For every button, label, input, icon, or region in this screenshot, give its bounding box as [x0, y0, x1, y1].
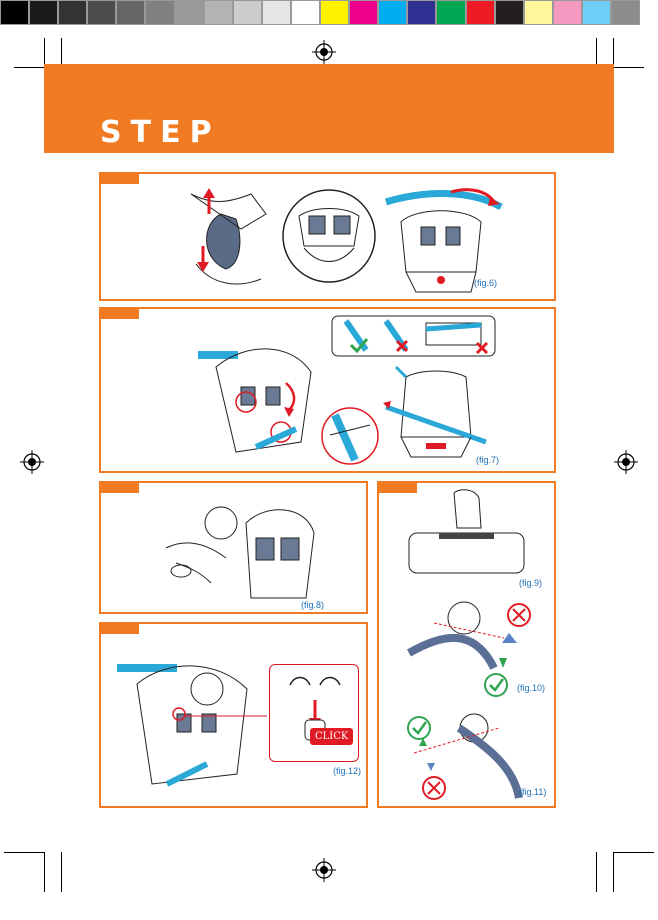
- color-swatch: [291, 0, 320, 25]
- crop-mark: [14, 67, 44, 68]
- crop-mark: [4, 852, 44, 853]
- panel-fig9-11: (fig.9) (fig.10) (fig.11): [377, 481, 556, 808]
- crop-mark: [44, 852, 45, 892]
- color-swatch: [378, 0, 407, 25]
- color-swatch: [349, 0, 378, 25]
- figure-caption: (fig.8): [301, 600, 324, 610]
- panel-tab: [101, 624, 139, 634]
- color-swatch: [29, 0, 58, 25]
- belt-zoom-detail: [315, 405, 385, 467]
- registration-mark-bottom: [312, 858, 336, 882]
- color-swatch: [495, 0, 524, 25]
- carry-handle-illustration: [399, 488, 534, 578]
- color-swatch: [553, 0, 582, 25]
- crop-mark: [614, 67, 644, 68]
- figure-caption: (fig.7): [476, 455, 499, 465]
- color-swatch: [87, 0, 116, 25]
- crop-mark: [614, 852, 654, 853]
- click-label: CLICK: [310, 728, 353, 745]
- figure-caption: (fig.10): [517, 683, 545, 693]
- color-swatch: [320, 0, 349, 25]
- seat-rear-belt-illustration: [381, 367, 491, 467]
- color-swatch: [582, 0, 611, 25]
- crop-mark: [613, 852, 614, 892]
- registration-mark-left: [20, 450, 44, 474]
- color-calibration-bar: [0, 0, 640, 25]
- color-swatch: [407, 0, 436, 25]
- panel-tab: [101, 483, 139, 493]
- color-swatch: [116, 0, 145, 25]
- figure-caption: (fig.11): [519, 787, 546, 797]
- color-swatch: [466, 0, 495, 25]
- panel-fig7: (fig.7): [99, 307, 556, 473]
- color-swatch: [262, 0, 291, 25]
- headrest-detail-illustration: [279, 186, 379, 286]
- shoulder-belt-height-illustration: [404, 593, 539, 693]
- crop-mark: [596, 852, 597, 892]
- child-placement-illustration: [156, 493, 316, 603]
- buckle-click-detail: CLICK: [269, 664, 359, 762]
- color-swatch: [233, 0, 262, 25]
- crop-mark: [61, 852, 62, 892]
- panel-fig12: CLICK (fig.12): [99, 622, 368, 808]
- seat-install-illustration: [186, 317, 321, 467]
- color-swatch: [436, 0, 465, 25]
- color-swatch: [0, 0, 29, 25]
- figure-caption: (fig.6): [474, 278, 497, 288]
- belt-correct-incorrect-box: [331, 315, 496, 357]
- color-swatch: [58, 0, 87, 25]
- panel-fig8: (fig.8): [99, 481, 368, 614]
- harness-buckle-illustration: [107, 644, 267, 804]
- color-swatch: [175, 0, 204, 25]
- color-swatch: [145, 0, 174, 25]
- panel-tab: [101, 174, 139, 184]
- panel-fig6: (fig.6): [99, 172, 556, 301]
- registration-mark-top: [312, 40, 336, 64]
- color-swatch: [611, 0, 640, 25]
- lap-belt-position-illustration: [399, 708, 539, 803]
- headrest-adjust-illustration: [181, 184, 271, 294]
- figure-caption: (fig.12): [333, 766, 361, 776]
- color-swatch: [204, 0, 233, 25]
- panel-tab: [101, 309, 139, 319]
- banner-title: STEP: [100, 115, 221, 150]
- figure-caption: (fig.9): [519, 578, 542, 588]
- color-swatch: [524, 0, 553, 25]
- buckle-icon: [270, 665, 358, 761]
- step-banner: STEP: [44, 64, 614, 153]
- registration-mark-right: [614, 450, 638, 474]
